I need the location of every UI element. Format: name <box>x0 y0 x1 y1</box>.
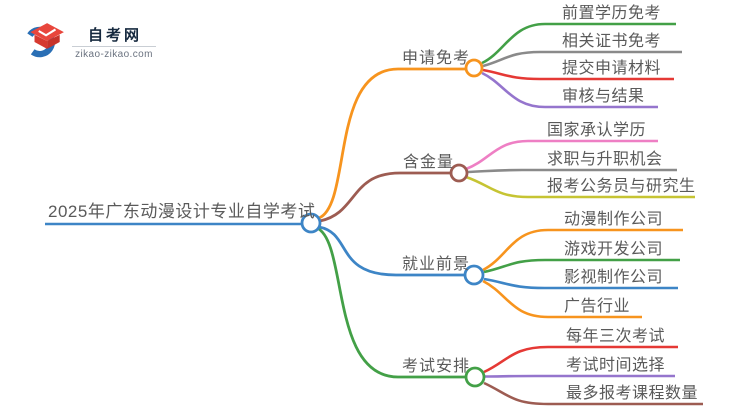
leaf-label-advertising: 广告行业 <box>564 298 631 315</box>
site-logo[interactable]: 自考网 zikao-zikao.com <box>24 20 156 64</box>
leaf-label-exam-time: 考试时间选择 <box>566 357 666 374</box>
branch-node-circle-career[interactable] <box>463 264 485 286</box>
leaf-label-game-company: 游戏开发公司 <box>564 241 664 258</box>
leaf-line-review-result <box>481 71 658 109</box>
branch-label-schedule: 考试安排 <box>402 358 471 375</box>
root-node-circle[interactable] <box>300 212 322 234</box>
leaf-label-prior-education: 前置学历免考 <box>562 5 662 22</box>
leaf-line-job-promotion <box>466 168 677 174</box>
branch-curves <box>316 67 466 379</box>
logo-site-name: 自考网 <box>87 27 142 44</box>
branch-curve-value <box>319 171 450 223</box>
leaf-line-exam-time <box>484 374 675 378</box>
subbranch-value <box>465 139 695 199</box>
leaf-label-max-courses: 最多报考课程数量 <box>566 385 699 402</box>
leaf-line-game-company <box>483 258 680 274</box>
leaf-line-animation-company <box>482 228 683 272</box>
leaf-line-materials <box>482 68 674 81</box>
root-node-label: 2025年广东动漫设计专业自学考试 <box>48 202 316 221</box>
branch-curve-career <box>318 225 465 277</box>
leaf-line-state-recognized <box>465 139 658 171</box>
branch-node-circle-value[interactable] <box>449 163 469 183</box>
branch-label-value: 含金量 <box>403 154 455 171</box>
branch-node-circle-schedule[interactable] <box>464 366 486 388</box>
subbranch-career <box>482 228 683 319</box>
leaf-label-animation-company: 动漫制作公司 <box>564 211 664 228</box>
leaf-line-prior-education <box>481 22 676 65</box>
leaf-line-advertising <box>482 279 642 319</box>
leaf-label-state-recognized: 国家承认学历 <box>547 122 647 139</box>
leaf-label-review-result: 审核与结果 <box>562 88 645 105</box>
leaf-label-certificates: 相关证书免考 <box>562 33 662 50</box>
branch-node-circle-apply-exemption[interactable] <box>464 58 484 78</box>
branch-label-career: 就业前景 <box>402 256 471 273</box>
leaf-line-civil-service <box>465 175 695 199</box>
logo-domain-text: zikao-zikao.com <box>75 49 153 60</box>
leaf-line-max-courses <box>483 381 703 406</box>
leaf-label-materials: 提交申请材料 <box>562 60 662 77</box>
subbranch-apply-exemption <box>481 22 682 109</box>
leaf-line-certificates <box>482 50 682 68</box>
leaf-line-three-exams <box>483 345 678 374</box>
leaf-label-film-company: 影视制作公司 <box>564 269 664 286</box>
graduation-cap-logo-icon <box>24 23 64 58</box>
branch-curve-schedule <box>316 226 466 379</box>
subbranch-schedule <box>483 345 703 406</box>
branch-curve-apply-exemption <box>318 67 466 220</box>
logo-divider <box>72 46 156 47</box>
leaf-label-job-promotion: 求职与升职机会 <box>547 151 663 168</box>
leaf-label-three-exams: 每年三次考试 <box>566 328 666 345</box>
branch-label-apply-exemption: 申请免考 <box>402 50 471 67</box>
leaf-label-civil-service: 报考公务员与研究生 <box>547 178 696 195</box>
leaf-line-film-company <box>483 277 678 290</box>
